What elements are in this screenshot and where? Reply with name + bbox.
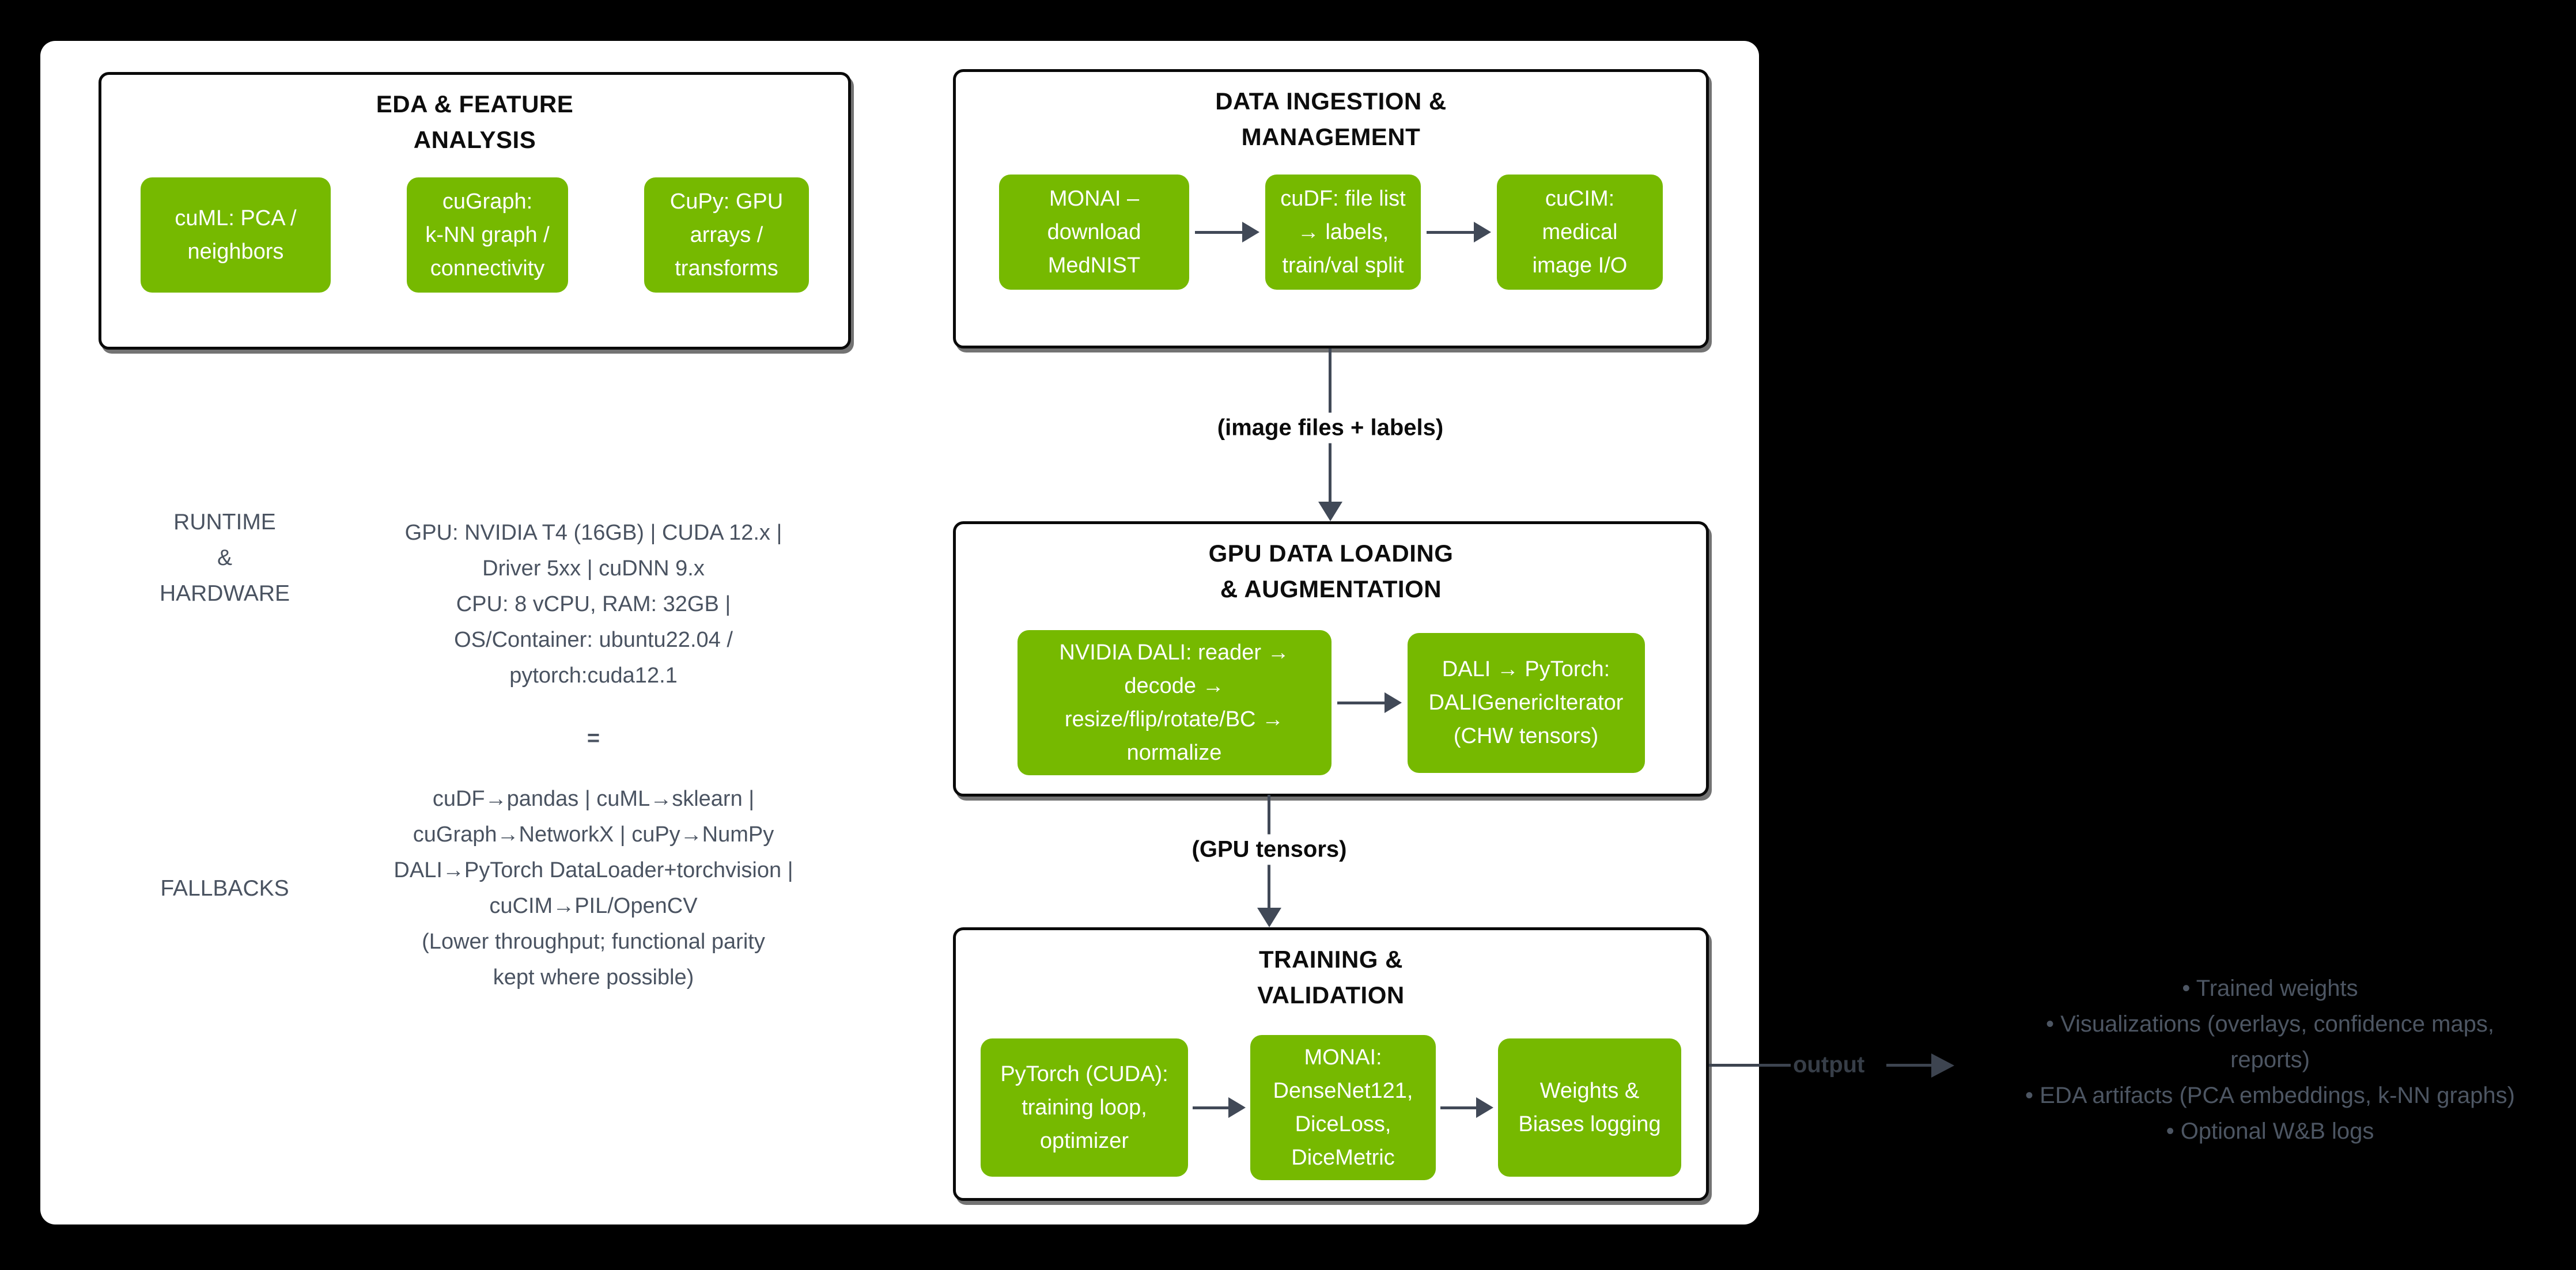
- fallbacks-text: cuDF→pandas | cuML→sklearn | cuGraph→Net…: [394, 787, 793, 990]
- arrow-right-icon: [1931, 1053, 1954, 1078]
- output-item: • Visualizations (overlays, confidence m…: [2045, 1011, 2495, 1037]
- section-data-ingestion-management: DATA INGESTION & MANAGEMENT MONAI – down…: [953, 69, 1709, 348]
- node-cupy-gpu-arrays: CuPy: GPU arrays / transforms: [644, 177, 809, 293]
- node-cuml-pca-neighbors: cuML: PCA / neighbors: [141, 177, 331, 293]
- outputs-list: • Trained weights • Visualizations (over…: [1982, 970, 2558, 1149]
- arrow-right-icon: [1193, 1097, 1246, 1118]
- arrow-right-icon: [1427, 222, 1491, 242]
- section-gpu-data-loading-augmentation: GPU DATA LOADING & AUGMENTATION NVIDIA D…: [953, 521, 1709, 797]
- node-monai-download-mednist: MONAI – download MedNIST: [999, 175, 1189, 290]
- output-arrow-line: [1709, 1064, 1791, 1067]
- output-item: • Trained weights: [2182, 976, 2358, 1001]
- flow-label-image-files-labels: (image files + labels): [1206, 412, 1454, 443]
- output-item: • Optional W&B logs: [2166, 1119, 2374, 1144]
- section-title-ingestion: DATA INGESTION & MANAGEMENT: [1215, 88, 1447, 150]
- flow-label-gpu-tensors: (GPU tensors): [1181, 834, 1357, 865]
- node-cudf-file-list-split: cuDF: file list → labels, train/val spli…: [1265, 175, 1421, 290]
- runtime-hardware-text: GPU: NVIDIA T4 (16GB) | CUDA 12.x | Driv…: [404, 521, 782, 688]
- output-arrow-line: [1886, 1064, 1931, 1067]
- section-title-eda: EDA & FEATURE ANALYSIS: [376, 90, 574, 153]
- node-cugraph-knn-connectivity: cuGraph: k-NN graph / connectivity: [407, 177, 568, 293]
- fallbacks-label: FALLBACKS: [160, 876, 289, 901]
- node-nvidia-dali-pipeline: NVIDIA DALI: reader → decode → resize/fl…: [1017, 630, 1331, 775]
- node-cucim-medical-image-io: cuCIM: medical image I/O: [1497, 175, 1663, 290]
- node-dali-generic-iterator: DALI → PyTorch: DALIGenericIterator (CHW…: [1407, 632, 1645, 773]
- node-monai-densenet-diceloss: MONAI: DenseNet121, DiceLoss, DiceMetric: [1250, 1035, 1436, 1180]
- output-item-continuation: reports): [2230, 1047, 2310, 1072]
- arrow-right-icon: [1195, 222, 1259, 242]
- output-item: • EDA artifacts (PCA embeddings, k-NN gr…: [2025, 1083, 2515, 1108]
- section-title-training: TRAINING & VALIDATION: [1257, 946, 1405, 1009]
- node-weights-biases-logging: Weights & Biases logging: [1498, 1038, 1681, 1177]
- ingestion-boxes-row: MONAI – download MedNIST cuDF: file list…: [999, 175, 1663, 290]
- equals-sign: =: [587, 726, 600, 750]
- section-title-gpu-loading: GPU DATA LOADING & AUGMENTATION: [1208, 540, 1454, 602]
- section-training-validation: TRAINING & VALIDATION PyTorch (CUDA): tr…: [953, 927, 1709, 1201]
- arrow-right-icon: [1337, 692, 1402, 713]
- training-boxes-row: PyTorch (CUDA): training loop, optimizer…: [981, 1035, 1681, 1180]
- diagram-canvas: EDA & FEATURE ANALYSIS cuML: PCA / neigh…: [40, 41, 1759, 1224]
- runtime-hardware-label: RUNTIME & HARDWARE: [159, 510, 290, 606]
- gpu-boxes-row: NVIDIA DALI: reader → decode → resize/fl…: [1017, 630, 1645, 775]
- arrow-right-icon: [1440, 1097, 1493, 1118]
- node-pytorch-cuda-training-loop: PyTorch (CUDA): training loop, optimizer: [981, 1038, 1188, 1177]
- section-eda-feature-analysis: EDA & FEATURE ANALYSIS cuML: PCA / neigh…: [99, 72, 851, 350]
- eda-boxes-row: cuML: PCA / neighbors cuGraph: k-NN grap…: [141, 177, 809, 293]
- output-label: output: [1793, 1052, 1865, 1078]
